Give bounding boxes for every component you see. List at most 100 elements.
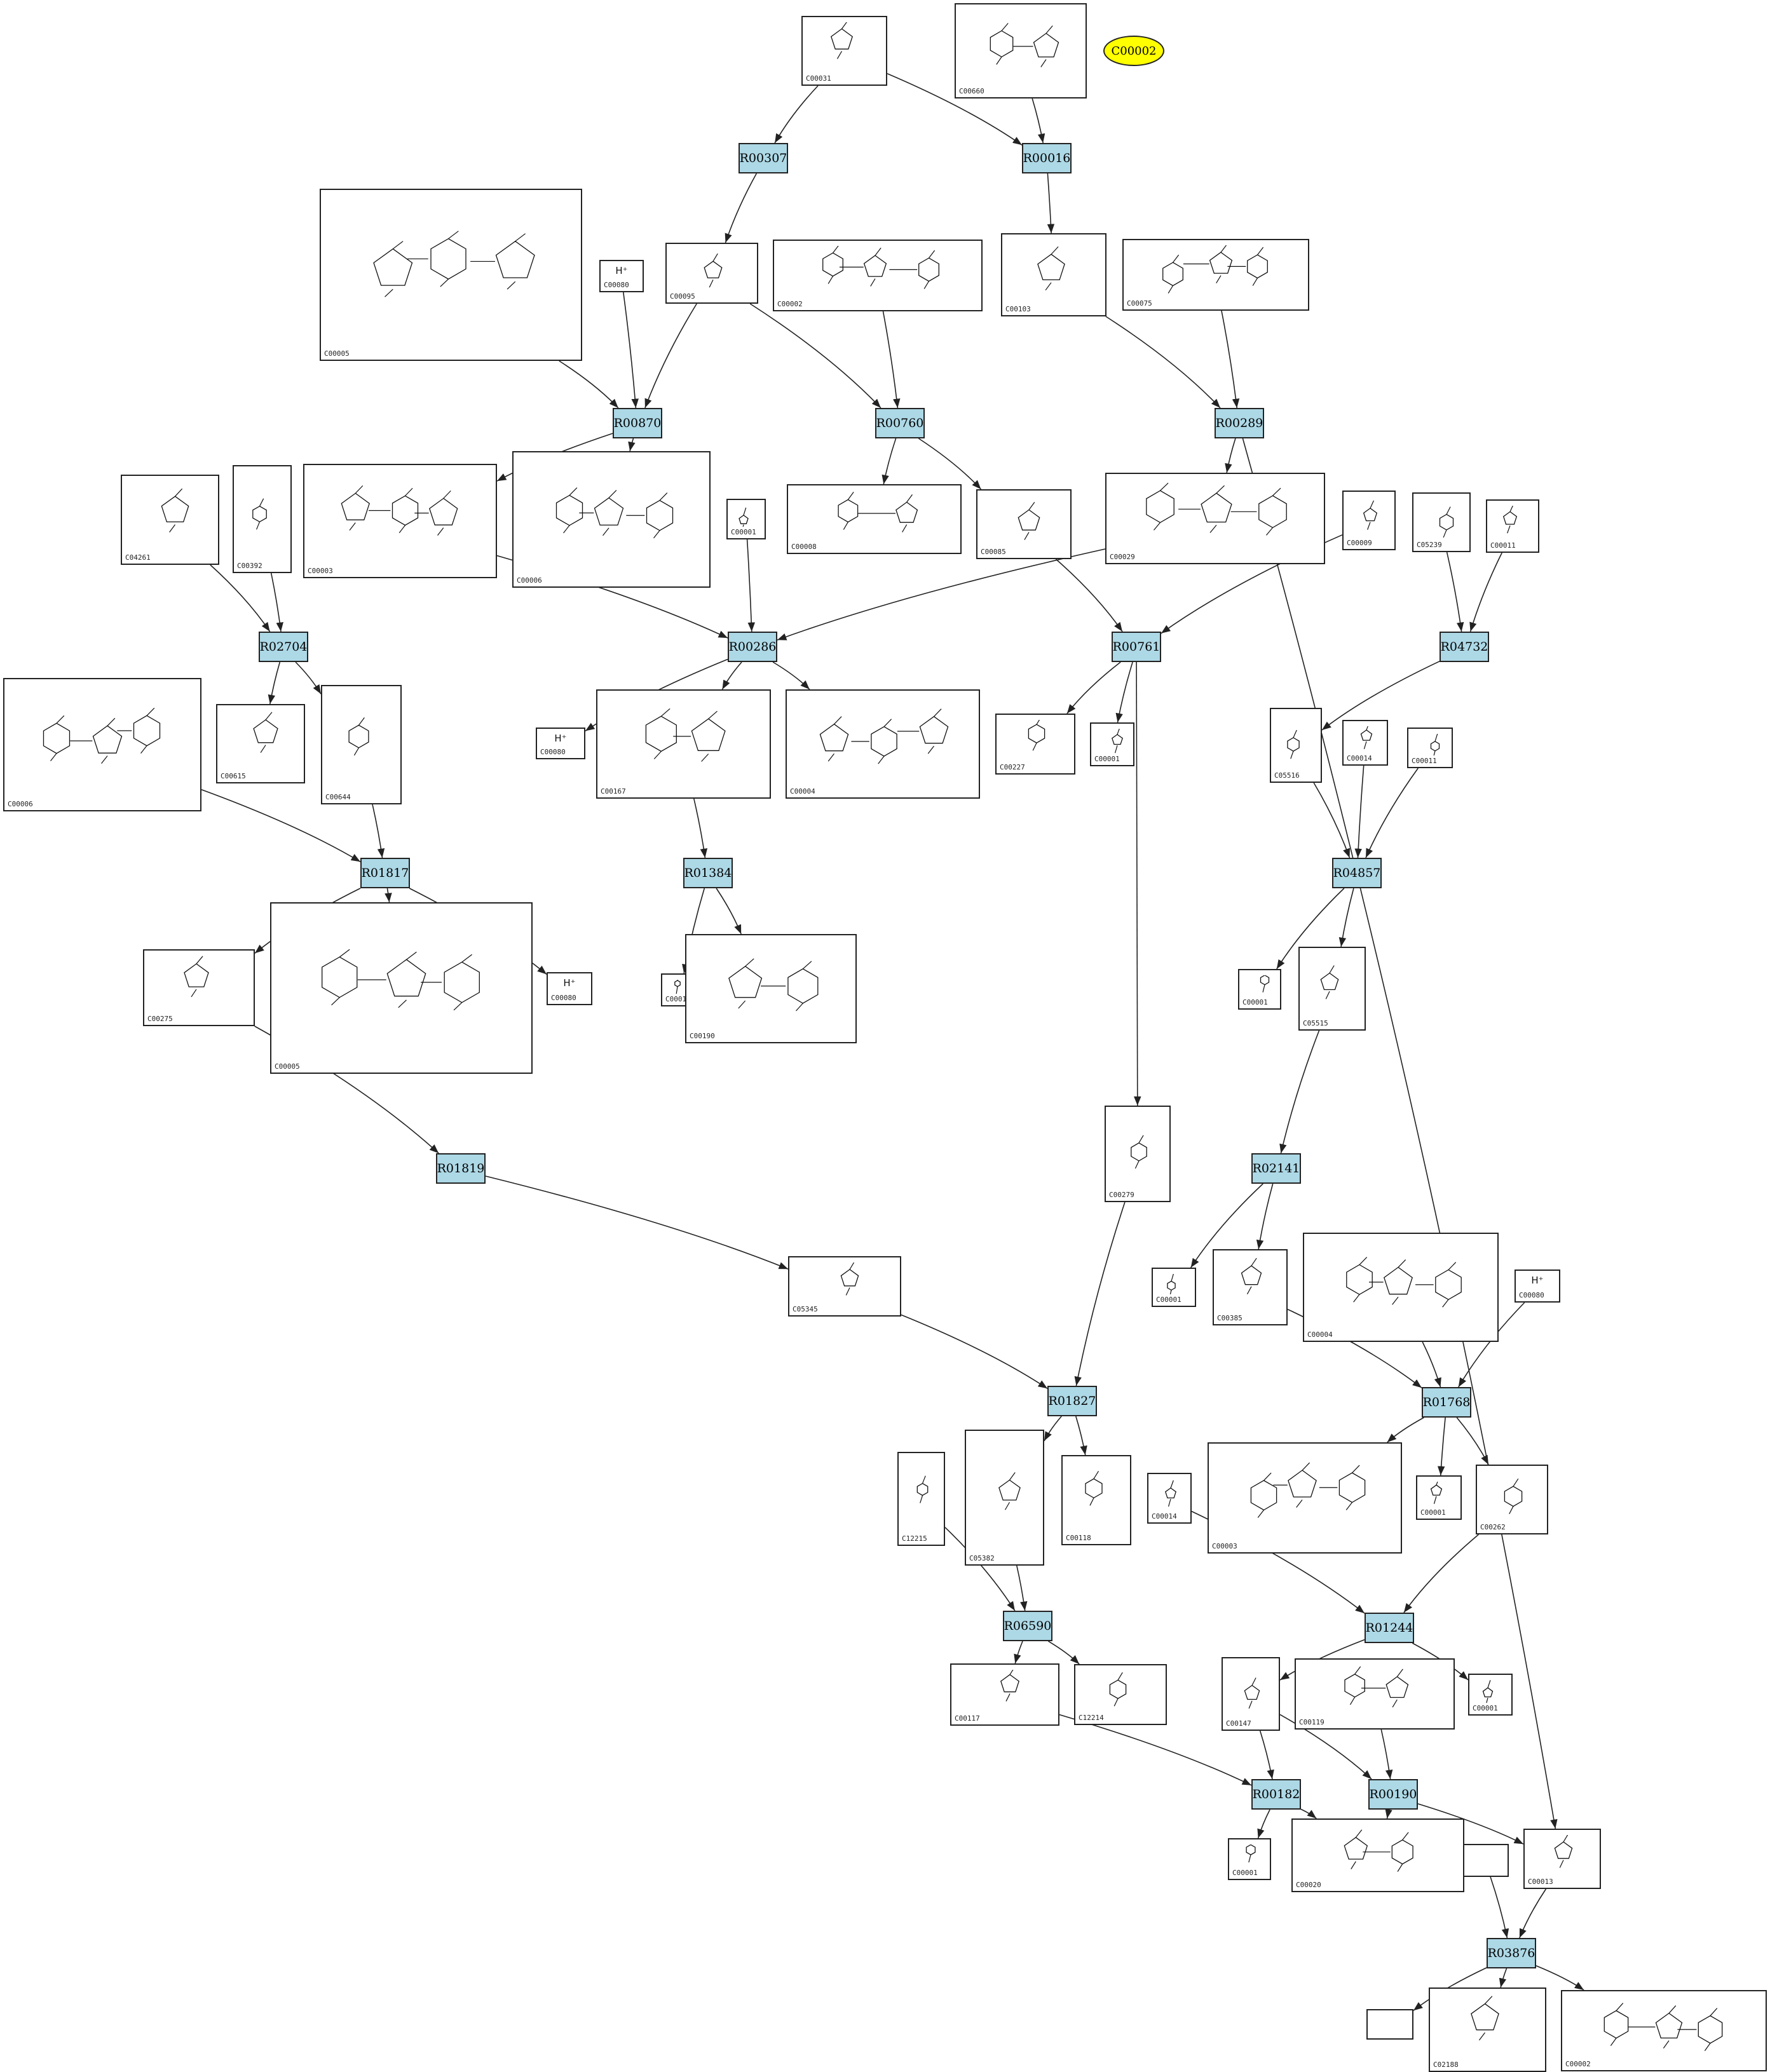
compound-box[interactable]: C00001 xyxy=(1228,1837,1271,1880)
compound-box[interactable]: C12214 xyxy=(1074,1664,1167,1725)
reaction-node-r00870[interactable]: R00870 xyxy=(613,408,662,438)
compound-box[interactable]: C00001 xyxy=(726,499,766,539)
compound-box[interactable]: C00003 xyxy=(303,464,497,578)
compound-box[interactable]: C05515 xyxy=(1298,947,1366,1031)
edge-R02704-c21 xyxy=(268,661,281,705)
structure-drawing xyxy=(990,23,1059,67)
reaction-node-r04732[interactable]: R04732 xyxy=(1440,632,1489,662)
compound-box[interactable]: C00644 xyxy=(321,685,402,804)
compound-id-label: C00095 xyxy=(670,292,695,301)
compound-box[interactable]: C00275 xyxy=(143,949,255,1026)
compound-box[interactable]: C00020 xyxy=(1291,1818,1464,1892)
compound-box[interactable]: C00029 xyxy=(1105,473,1325,564)
compound-box[interactable]: C00005 xyxy=(270,902,533,1074)
compound-box[interactable]: C00011 xyxy=(1486,499,1539,553)
compound-box[interactable]: H⁺C00080 xyxy=(1515,1270,1560,1303)
compound-box[interactable]: C00011 xyxy=(1407,728,1453,768)
compound-box[interactable]: C00006 xyxy=(512,451,711,588)
compound-box[interactable]: C00660 xyxy=(955,3,1087,98)
compound-box[interactable]: C00014 xyxy=(1342,720,1388,766)
compound-box[interactable]: C00095 xyxy=(665,243,758,304)
compound-box[interactable]: H⁺C00080 xyxy=(536,728,585,759)
reaction-node-r01827[interactable]: R01827 xyxy=(1047,1386,1097,1416)
edge-R00182-c57 xyxy=(1300,1808,1317,1819)
compound-id-label: C00080 xyxy=(551,994,576,1002)
edge-R00761-c27 xyxy=(1115,661,1133,723)
reaction-node-r00190[interactable]: R00190 xyxy=(1368,1779,1418,1810)
reaction-node-r04857[interactable]: R04857 xyxy=(1332,858,1382,888)
compound-box[interactable]: C00014 xyxy=(1147,1473,1192,1524)
reaction-node-r00286[interactable]: R00286 xyxy=(728,632,777,662)
compound-box[interactable] xyxy=(1366,2009,1413,2040)
compound-box[interactable]: C00005 xyxy=(320,189,582,361)
compound-box[interactable]: C00118 xyxy=(1061,1455,1131,1545)
compound-box[interactable]: H⁺C00080 xyxy=(547,972,592,1005)
compound-box[interactable]: C00279 xyxy=(1105,1106,1171,1202)
reaction-node-r00307[interactable]: R00307 xyxy=(739,143,788,173)
structure-area xyxy=(1435,1994,1540,2057)
compound-box[interactable]: C00075 xyxy=(1122,239,1309,311)
reaction-node-r03876[interactable]: R03876 xyxy=(1487,1938,1536,1968)
compound-box[interactable]: C00167 xyxy=(596,689,771,799)
compound-box[interactable]: C00227 xyxy=(995,714,1075,775)
compound-box[interactable]: C00385 xyxy=(1213,1249,1288,1325)
reaction-node-r01817[interactable]: R01817 xyxy=(360,858,410,888)
compound-box[interactable]: C05516 xyxy=(1270,708,1322,783)
compound-id-label: C05239 xyxy=(1417,541,1442,549)
compound-box[interactable]: C00001 xyxy=(1468,1674,1513,1716)
compound-box[interactable]: C02188 xyxy=(1429,1987,1546,2072)
compound-box[interactable]: C00190 xyxy=(685,934,857,1043)
compound-box[interactable]: C00004 xyxy=(786,689,980,799)
compound-box[interactable]: C00004 xyxy=(1303,1233,1499,1342)
structure-area xyxy=(519,457,704,572)
compound-box[interactable]: C04261 xyxy=(121,475,219,565)
edge-c42-R01768 xyxy=(1422,1341,1441,1388)
compound-box[interactable]: C00001 xyxy=(1416,1475,1462,1520)
compound-box[interactable]: C00119 xyxy=(1295,1658,1455,1730)
compound-box[interactable]: C05239 xyxy=(1412,492,1471,552)
compound-box[interactable]: C00085 xyxy=(976,489,1072,559)
compound-box[interactable]: C05382 xyxy=(965,1430,1044,1566)
reaction-node-r00760[interactable]: R00760 xyxy=(875,408,925,438)
compound-header: H⁺ xyxy=(1531,1275,1544,1286)
compound-box[interactable] xyxy=(1463,1844,1509,1877)
compound-box[interactable]: C00013 xyxy=(1523,1829,1601,1889)
structure-drawing xyxy=(1344,1666,1409,1708)
compound-box[interactable]: C00002 xyxy=(773,240,983,311)
compound-box[interactable]: C00009 xyxy=(1342,491,1396,550)
compound-box[interactable]: H⁺C00080 xyxy=(599,260,644,292)
reaction-node-r02704[interactable]: R02704 xyxy=(259,632,308,662)
compound-box[interactable]: C00031 xyxy=(801,16,887,86)
compound-box[interactable]: C00001 xyxy=(1238,967,1281,1010)
reaction-node-r00016[interactable]: R00016 xyxy=(1022,143,1072,173)
compound-box[interactable]: C00006 xyxy=(3,678,201,811)
reaction-node-r06590[interactable]: R06590 xyxy=(1003,1611,1052,1641)
structure-area xyxy=(1422,1477,1455,1505)
compound-box[interactable]: C00008 xyxy=(787,484,962,554)
compound-box[interactable]: C05345 xyxy=(788,1256,901,1317)
reaction-node-r01768[interactable]: R01768 xyxy=(1422,1387,1471,1418)
reaction-node-r00761[interactable]: R00761 xyxy=(1112,632,1161,662)
compound-box[interactable]: C00147 xyxy=(1222,1657,1280,1731)
structure-area xyxy=(1158,1273,1190,1298)
reaction-node-r02141[interactable]: R02141 xyxy=(1251,1153,1301,1184)
structure-drawing xyxy=(1131,1135,1147,1169)
reaction-node-r01244[interactable]: R01244 xyxy=(1365,1613,1414,1643)
compound-box[interactable]: C12215 xyxy=(897,1452,945,1546)
compound-box[interactable]: C00002 xyxy=(1561,1990,1767,2071)
compound-box[interactable]: C00003 xyxy=(1208,1442,1402,1554)
compound-box[interactable]: C00615 xyxy=(216,704,305,783)
compound-box[interactable]: C00103 xyxy=(1001,233,1106,316)
reaction-node-r01819[interactable]: R01819 xyxy=(436,1153,486,1184)
structure-drawing xyxy=(1112,726,1123,754)
compound-box[interactable]: C00262 xyxy=(1476,1465,1548,1534)
reaction-node-r00182[interactable]: R00182 xyxy=(1251,1779,1301,1810)
compound-box[interactable]: C00001 xyxy=(1152,1268,1196,1307)
compound-box[interactable]: C00117 xyxy=(950,1663,1059,1726)
compound-box[interactable]: C00392 xyxy=(233,465,292,573)
compound-box[interactable]: C00001 xyxy=(1090,722,1134,766)
structure-area xyxy=(983,496,1065,544)
reaction-node-r00289[interactable]: R00289 xyxy=(1215,408,1264,438)
reaction-node-r01384[interactable]: R01384 xyxy=(683,858,733,888)
highlight-compound-ellipse[interactable]: C00002 xyxy=(1103,36,1164,66)
